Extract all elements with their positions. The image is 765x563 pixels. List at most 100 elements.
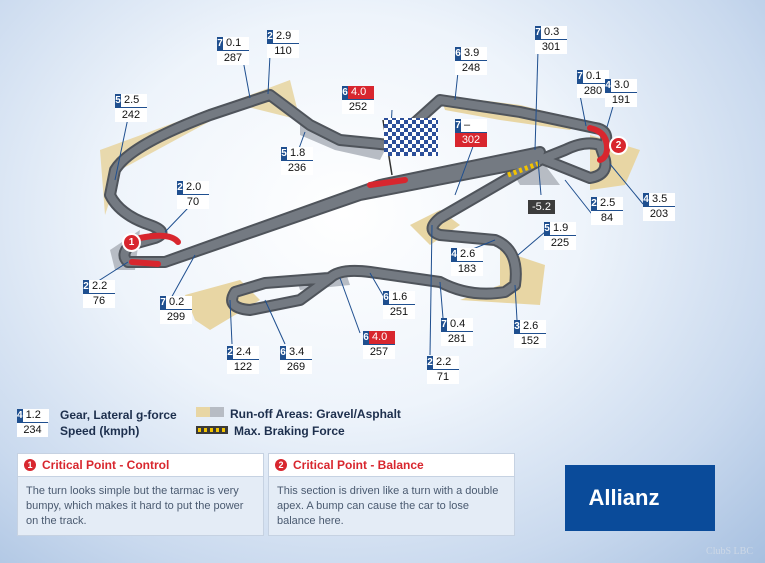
gforce-value: 0.1 (223, 37, 249, 50)
speed-value: 252 (342, 99, 374, 114)
speed-value: 203 (643, 206, 675, 221)
legend-gforce: 1.2 (22, 409, 49, 422)
braking-value-badge: -5.2 (528, 200, 555, 214)
critical-point-balance-panel: 2 Critical Point - Balance This section i… (268, 453, 515, 536)
gear-value: 2 (83, 280, 89, 293)
gear-value: 4 (451, 248, 457, 261)
gforce-value: 2.0 (183, 181, 209, 194)
allianz-logo: Allianz (565, 465, 715, 531)
speed-value: 251 (383, 304, 415, 319)
panel-number: 2 (275, 459, 287, 471)
legend-speed-text: Speed (kmph) (60, 424, 140, 438)
brand-name: Allianz (588, 485, 660, 510)
speed-value: 301 (535, 39, 567, 54)
speed-value: 248 (455, 60, 487, 75)
legend-runoff-text: Run-off Areas: Gravel/Asphalt (230, 407, 401, 421)
legend-gear: 4 (17, 409, 23, 422)
gforce-value: 0.1 (583, 70, 609, 83)
speed-value: 152 (514, 333, 546, 348)
speed-value: 183 (451, 261, 483, 276)
gear-value: 7 (217, 37, 223, 50)
speed-value: 242 (115, 107, 147, 122)
gforce-value: 3.5 (649, 193, 675, 206)
gear-value: 6 (383, 291, 389, 304)
panel-title: Critical Point - Balance (293, 458, 424, 472)
speed-value: 110 (267, 43, 299, 58)
gear-value: 2 (227, 346, 233, 359)
speed-value: 257 (363, 344, 395, 359)
speed-value: 225 (544, 235, 576, 250)
gforce-value: 2.5 (121, 94, 147, 107)
panel-number: 1 (24, 459, 36, 471)
gforce-value: 1.9 (550, 222, 576, 235)
gforce-value: 2.6 (520, 320, 546, 333)
legend-braking-text: Max. Braking Force (234, 424, 345, 438)
gear-value: 7 (577, 70, 583, 83)
gforce-value: 0.2 (166, 296, 192, 309)
speed-value: 236 (281, 160, 313, 175)
speed-value: 287 (217, 50, 249, 65)
gforce-value: 4.0 (369, 331, 395, 344)
gforce-value: 0.3 (541, 26, 567, 39)
legend-speed: 234 (17, 422, 48, 437)
speed-value: 84 (591, 210, 623, 225)
gear-value: 5 (115, 94, 121, 107)
gear-value: 5 (544, 222, 550, 235)
gear-value: 7 (160, 296, 166, 309)
gforce-value: 2.4 (233, 346, 259, 359)
gforce-value: 4.0 (348, 86, 374, 99)
gear-value: 7 (455, 119, 461, 132)
panel-header: 2 Critical Point - Balance (269, 454, 514, 477)
gear-value: 7 (535, 26, 541, 39)
gforce-value: 3.4 (286, 346, 312, 359)
watermark: ClubS LBC (706, 546, 753, 557)
gforce-value: 0.4 (447, 318, 473, 331)
speed-value: 302 (455, 132, 487, 147)
gforce-value: 3.9 (461, 47, 487, 60)
gear-value: 6 (280, 346, 286, 359)
gforce-value: 3.0 (611, 79, 637, 92)
gear-value: 2 (267, 30, 273, 43)
gear-value: 4 (643, 193, 649, 206)
gear-value: 3 (514, 320, 520, 333)
speed-value: 281 (441, 331, 473, 346)
speed-value: 71 (427, 369, 459, 384)
gear-value: 4 (605, 79, 611, 92)
corner-label: 7–302 (455, 119, 487, 147)
gforce-value: 1.6 (389, 291, 415, 304)
gforce-value: 2.6 (457, 248, 483, 261)
gforce-value: 2.9 (273, 30, 299, 43)
speed-value: 280 (577, 83, 609, 98)
gear-value: 7 (441, 318, 447, 331)
speed-value: 269 (280, 359, 312, 374)
panel-body: This section is driven like a turn with … (269, 477, 514, 535)
critical-point-2-marker: 2 (609, 136, 628, 155)
track (104, 89, 613, 316)
critical-point-1-marker: 1 (122, 233, 141, 252)
gforce-value: – (461, 119, 487, 132)
speed-value: 122 (227, 359, 259, 374)
gear-value: 5 (281, 147, 287, 160)
gear-value: 2 (427, 356, 433, 369)
